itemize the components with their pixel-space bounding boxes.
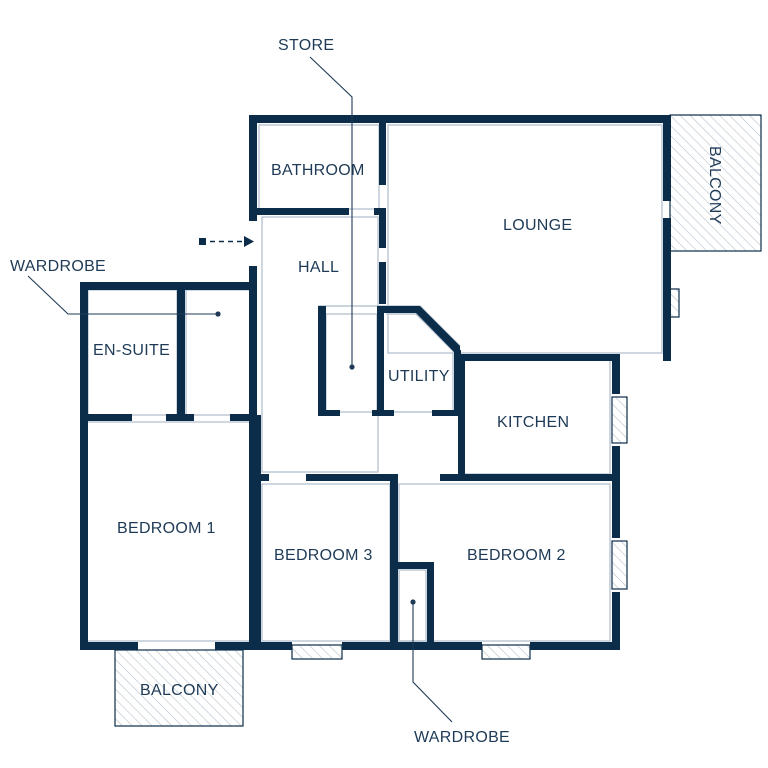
window-bedroom-2-bottom: [481, 644, 531, 660]
dashed-arrow-right-icon: [199, 236, 254, 247]
window-bedroom-2-side: [611, 540, 628, 590]
wardrobe-bottom-label: WARDROBE: [414, 729, 510, 746]
balcony-lounge-label: BALCONY: [706, 146, 723, 225]
store-label: STORE: [278, 37, 334, 54]
bedroom-1-label: BEDROOM 1: [117, 520, 216, 537]
balcony-bedroom-area: [114, 649, 244, 727]
utility-label: UTILITY: [388, 368, 450, 385]
kitchen-label: KITCHEN: [497, 414, 569, 431]
wardrobe-bottom-leader: [410, 599, 453, 723]
window-bedroom-3: [291, 644, 343, 660]
wardrobe-top-leader: [27, 275, 221, 317]
bathroom-label: BATHROOM: [271, 162, 365, 179]
window-kitchen: [611, 396, 628, 444]
wardrobe-top-label: WARDROBE: [10, 258, 106, 275]
lounge-label: LOUNGE: [503, 217, 572, 234]
en-suite-label: EN-SUITE: [93, 342, 170, 359]
store-leader: [309, 56, 355, 370]
walls: [80, 115, 671, 650]
bedroom-3-label: BEDROOM 3: [274, 547, 373, 564]
interior-lines: [86, 124, 663, 642]
hall-label: HALL: [298, 259, 339, 276]
balcony-bedroom-label: BALCONY: [140, 682, 219, 699]
balcony-lounge-area: [669, 114, 762, 252]
bedroom-2-label: BEDROOM 2: [467, 547, 566, 564]
